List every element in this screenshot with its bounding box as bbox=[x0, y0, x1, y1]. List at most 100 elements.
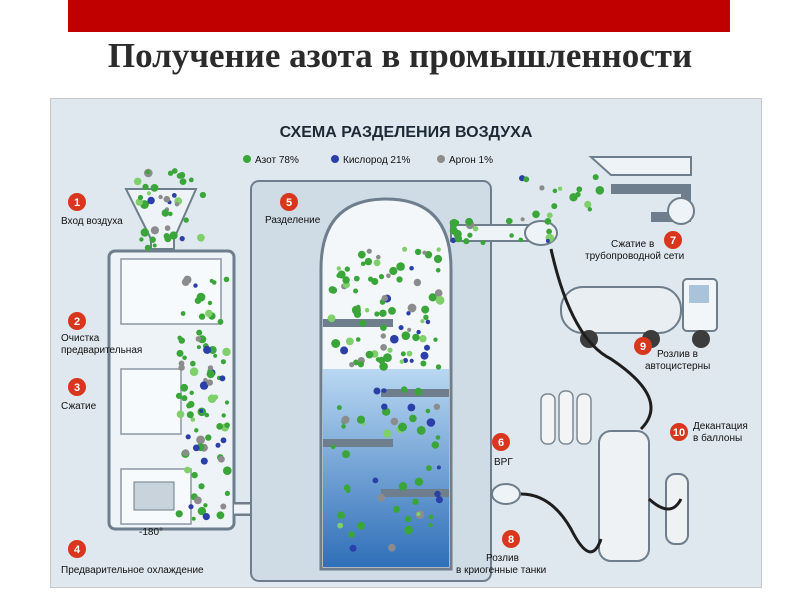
molecule bbox=[191, 516, 196, 521]
truck-tank bbox=[560, 286, 682, 334]
molecule bbox=[331, 339, 341, 348]
molecule bbox=[178, 364, 185, 371]
molecule bbox=[140, 228, 149, 237]
svg-text:7: 7 bbox=[670, 235, 676, 247]
step-6: 6 ВРГ bbox=[492, 433, 513, 468]
step-label: Сжатие в bbox=[611, 239, 654, 250]
molecule bbox=[387, 347, 393, 353]
molecule bbox=[353, 288, 359, 294]
molecule bbox=[422, 250, 427, 255]
molecule bbox=[224, 490, 230, 496]
molecule bbox=[218, 455, 225, 463]
svg-text:3: 3 bbox=[74, 382, 80, 394]
molecule bbox=[203, 377, 208, 383]
molecule bbox=[182, 449, 190, 457]
legend-marker-argon bbox=[437, 155, 445, 163]
molecule bbox=[220, 437, 227, 444]
step-label: Розлив bbox=[486, 553, 519, 564]
molecule bbox=[412, 333, 420, 342]
molecule bbox=[353, 275, 360, 282]
air-separation-scheme: СХЕМА РАЗДЕЛЕНИЯ ВОЗДУХА Азот 78% Кислор… bbox=[50, 98, 762, 588]
molecule bbox=[196, 435, 206, 445]
molecule bbox=[215, 442, 221, 448]
molecule bbox=[431, 441, 440, 449]
molecule bbox=[224, 422, 230, 429]
molecule bbox=[359, 319, 367, 327]
molecule bbox=[364, 308, 370, 313]
molecule bbox=[199, 191, 206, 199]
molecule bbox=[449, 226, 458, 235]
molecule bbox=[139, 237, 144, 242]
step-badge bbox=[68, 540, 86, 558]
molecule bbox=[158, 194, 163, 200]
molecule bbox=[336, 266, 341, 271]
molecule bbox=[376, 254, 381, 260]
molecule bbox=[222, 347, 231, 357]
molecule bbox=[152, 243, 157, 248]
molecule bbox=[147, 196, 155, 205]
svg-text:5: 5 bbox=[286, 197, 292, 209]
molecule bbox=[505, 217, 513, 225]
molecule bbox=[373, 259, 381, 267]
molecule bbox=[171, 193, 177, 198]
hose-to-cryotank bbox=[491, 492, 603, 554]
molecule bbox=[357, 361, 364, 368]
step-label: Разделение bbox=[265, 215, 321, 226]
molecule bbox=[219, 375, 226, 382]
molecule bbox=[467, 232, 473, 238]
molecule bbox=[419, 335, 427, 343]
molecule bbox=[414, 248, 422, 256]
molecule bbox=[146, 191, 152, 196]
molecule bbox=[205, 309, 213, 318]
molecule bbox=[409, 265, 414, 271]
molecule bbox=[224, 400, 230, 405]
molecule bbox=[373, 387, 381, 395]
molecule bbox=[186, 411, 194, 419]
svg-text:6: 6 bbox=[498, 437, 504, 449]
molecule bbox=[178, 337, 185, 344]
molecule bbox=[426, 465, 432, 471]
molecule bbox=[357, 521, 365, 530]
molecule bbox=[380, 324, 387, 331]
step-label: Сжатие bbox=[61, 401, 97, 412]
molecule bbox=[211, 280, 217, 285]
tray-1 bbox=[323, 319, 393, 327]
molecule bbox=[584, 200, 592, 209]
molecule bbox=[175, 510, 183, 518]
step-8: 8 Розлив в криогенные танки bbox=[456, 530, 546, 576]
molecule bbox=[360, 261, 366, 267]
molecule bbox=[424, 251, 433, 259]
step-label: Предварительное охлаждение bbox=[61, 565, 204, 576]
molecule bbox=[587, 207, 592, 212]
molecule bbox=[366, 248, 372, 254]
hose-to-truck bbox=[549, 248, 653, 431]
molecule bbox=[383, 429, 392, 438]
molecule bbox=[194, 297, 202, 304]
svg-text:9: 9 bbox=[640, 341, 646, 353]
molecule bbox=[433, 254, 443, 264]
molecule bbox=[399, 359, 404, 364]
molecule bbox=[196, 329, 203, 336]
molecule bbox=[345, 337, 354, 346]
molecule bbox=[435, 496, 443, 504]
molecule bbox=[401, 386, 408, 393]
molecule bbox=[179, 236, 185, 242]
molecule bbox=[200, 457, 208, 465]
step-badge bbox=[68, 312, 86, 330]
step-label: автоцистерны bbox=[645, 361, 710, 372]
molecule bbox=[341, 424, 346, 429]
molecule bbox=[412, 498, 419, 505]
molecule bbox=[371, 278, 379, 285]
molecule bbox=[435, 435, 441, 440]
molecule bbox=[380, 344, 387, 351]
step-7: 7 Сжатие в трубопроводной сети bbox=[585, 231, 684, 262]
molecule bbox=[374, 311, 380, 317]
molecule bbox=[407, 327, 412, 332]
molecule bbox=[390, 334, 399, 344]
molecule bbox=[345, 488, 351, 494]
step-1: 1 Вход воздуха bbox=[61, 193, 123, 227]
molecule bbox=[223, 466, 232, 476]
molecule bbox=[463, 238, 470, 245]
molecule bbox=[472, 226, 479, 232]
molecule bbox=[414, 387, 423, 396]
